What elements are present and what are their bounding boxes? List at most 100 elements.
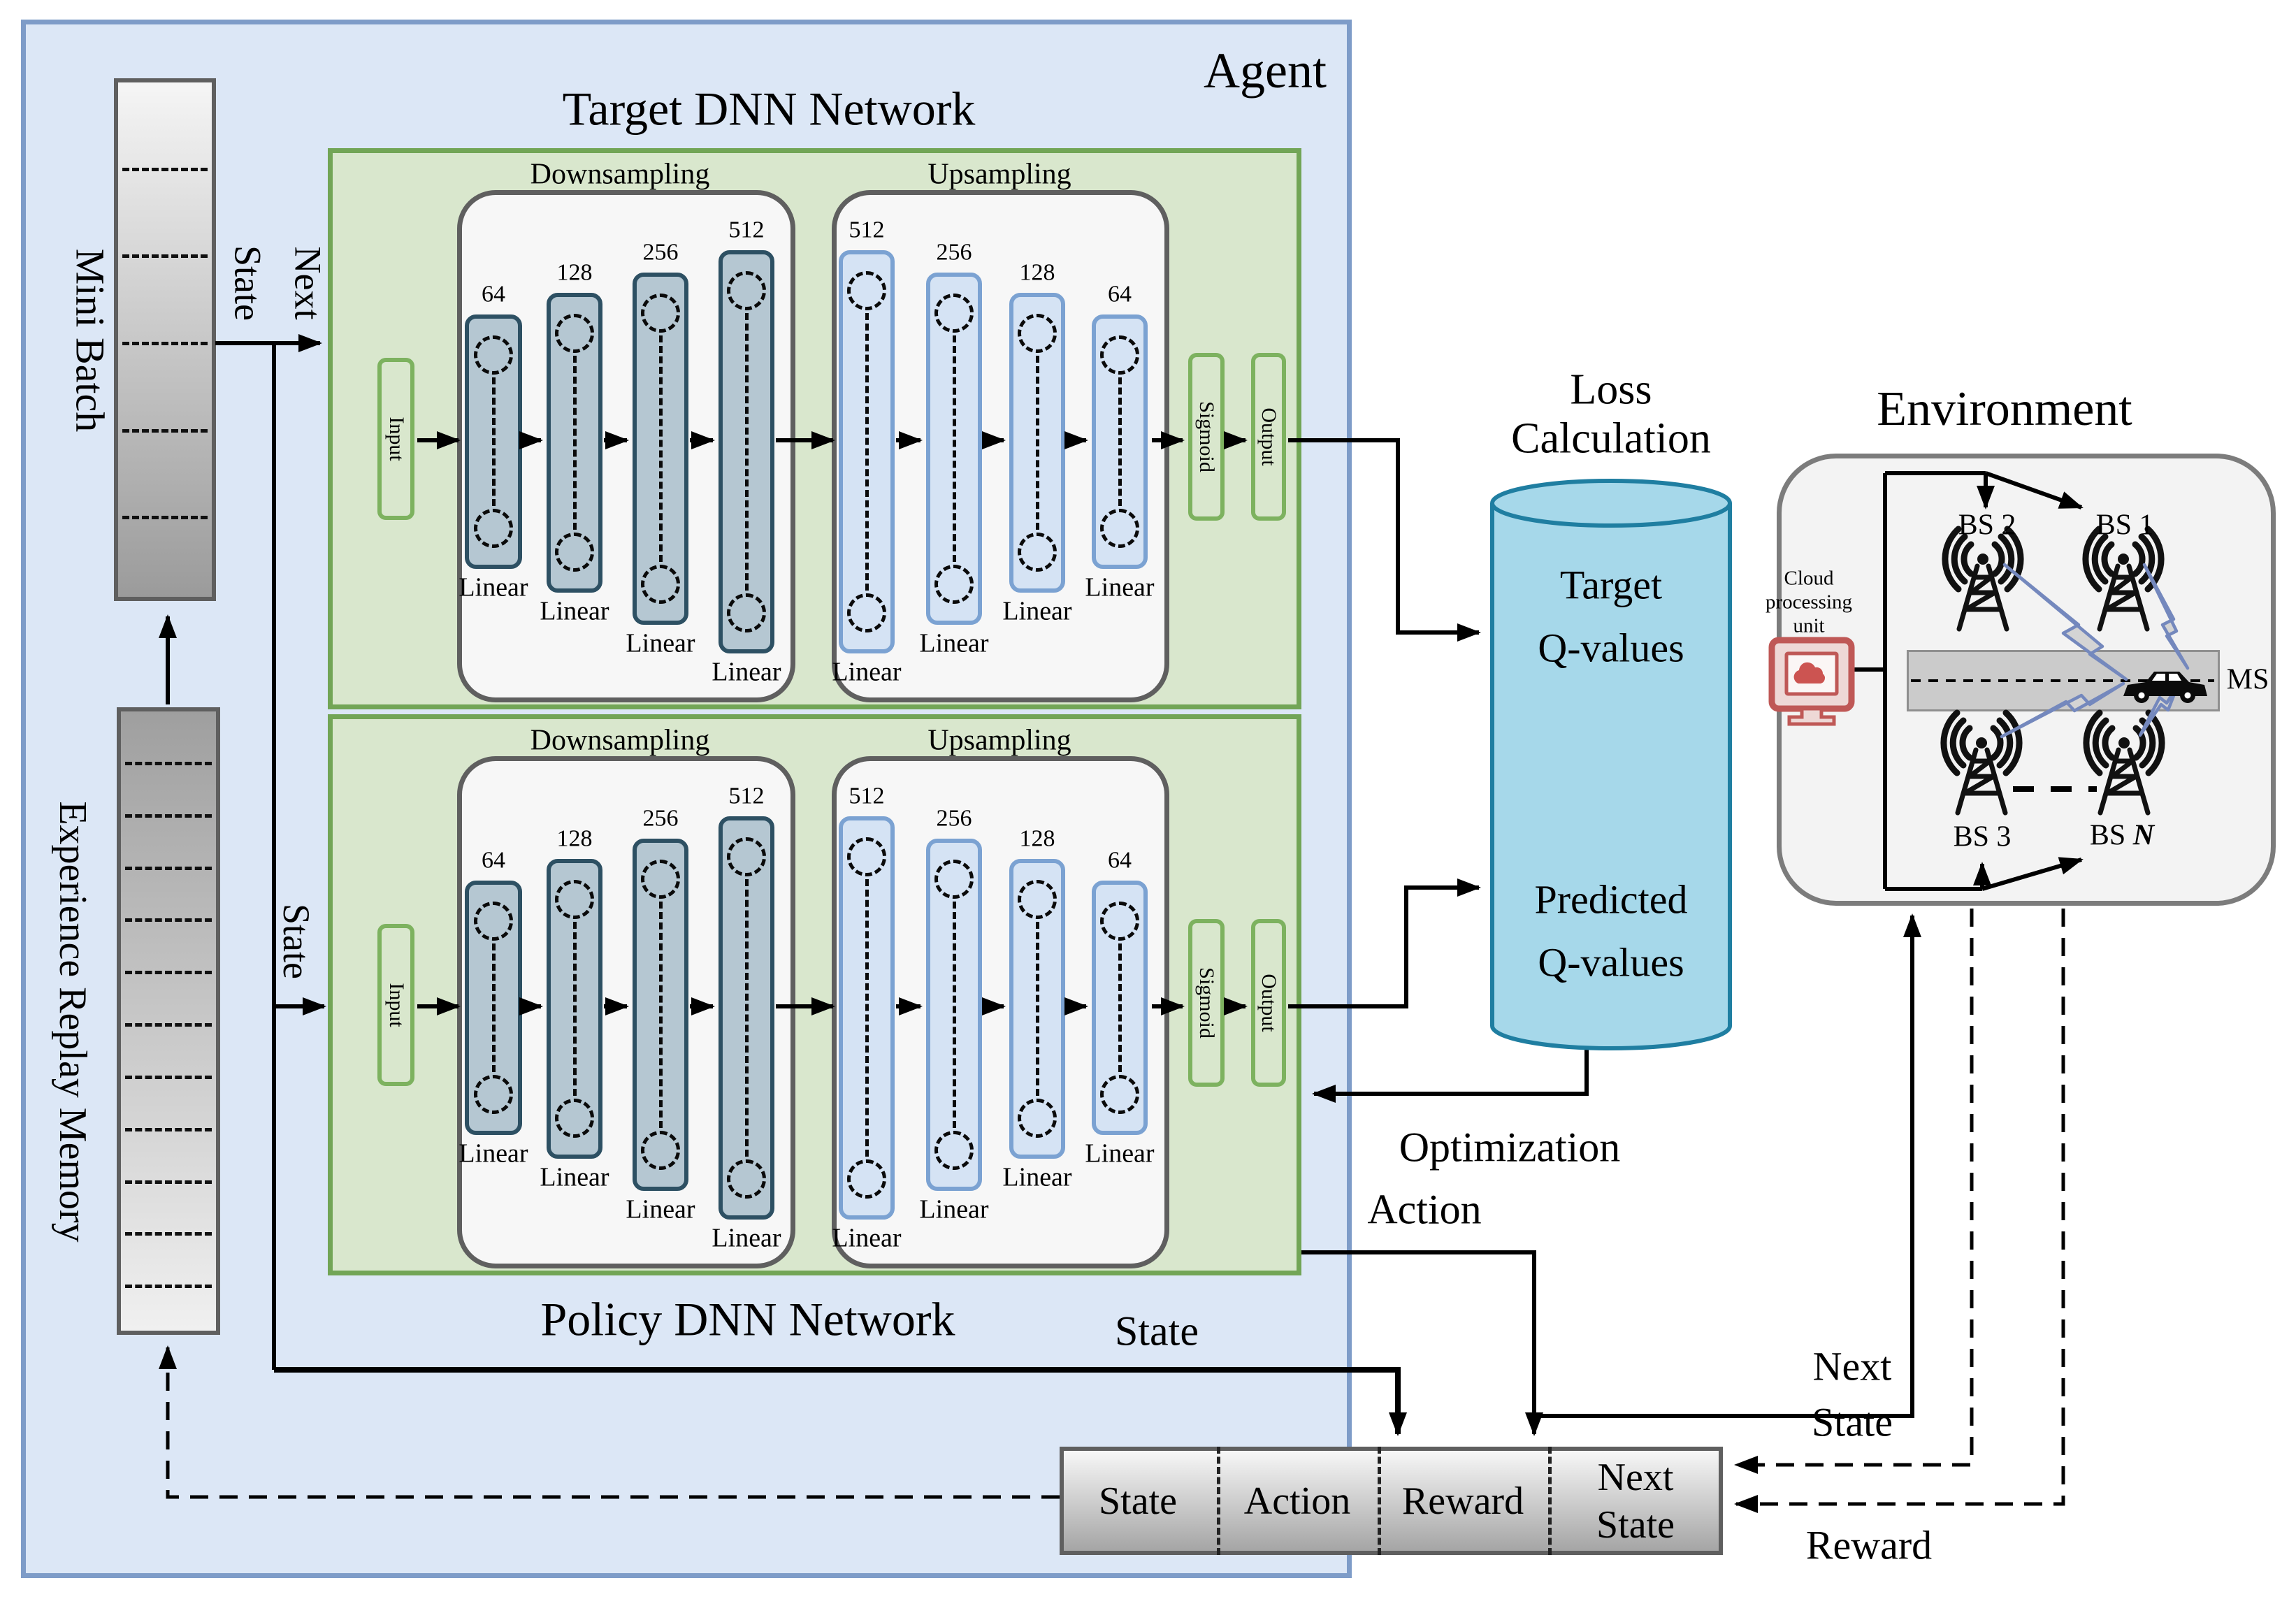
target-upsampling-label: Upsampling bbox=[927, 158, 1071, 191]
neuron-circle bbox=[555, 880, 594, 919]
target-sigmoid-label: Sigmoid bbox=[1195, 401, 1219, 472]
road bbox=[1907, 650, 2220, 711]
loss-title-line2: Calculation bbox=[1511, 414, 1711, 463]
target-layer-size: 512 bbox=[728, 217, 765, 243]
neuron-circle bbox=[727, 593, 766, 632]
policy-upsampling-label: Upsampling bbox=[927, 724, 1071, 757]
neuron-circle bbox=[641, 565, 680, 604]
target-layer-size: 64 bbox=[1108, 281, 1132, 308]
policy-down-layer-0 bbox=[465, 881, 522, 1135]
neuron-ellipsis bbox=[865, 313, 869, 591]
target-layer-activation: Linear bbox=[832, 657, 902, 687]
replay-separator bbox=[125, 1180, 212, 1184]
neuron-circle bbox=[474, 1075, 513, 1114]
mini-batch-separator bbox=[122, 428, 208, 433]
neuron-circle bbox=[1018, 533, 1057, 572]
target-layer-activation: Linear bbox=[459, 572, 528, 602]
bs2-label: BS 2 bbox=[1958, 509, 2016, 542]
policy-dnn-title: Policy DNN Network bbox=[540, 1292, 955, 1346]
cloud-unit-line2: processing bbox=[1765, 591, 1853, 614]
neuron-ellipsis bbox=[659, 902, 663, 1128]
experience-replay-bar bbox=[117, 707, 220, 1335]
target-layer-size: 256 bbox=[642, 239, 679, 266]
policy-sigmoid-label: Sigmoid bbox=[1195, 967, 1219, 1039]
optimization-label: Optimization bbox=[1399, 1124, 1621, 1171]
policy-input-box bbox=[377, 924, 414, 1086]
neuron-ellipsis bbox=[573, 356, 577, 530]
neuron-circle bbox=[641, 1131, 680, 1170]
policy-up-layer-1 bbox=[926, 839, 982, 1191]
action-label: Action bbox=[1367, 1186, 1482, 1233]
bs3-label: BS 3 bbox=[1953, 820, 2012, 853]
tuple-next-state-cell-line2: State bbox=[1596, 1503, 1675, 1547]
replay-separator bbox=[125, 971, 212, 975]
predicted-q-line1: Predicted bbox=[1534, 876, 1688, 923]
target-down-layer-0 bbox=[465, 314, 522, 569]
neuron-circle bbox=[727, 1159, 766, 1199]
target-dnn-title: Target DNN Network bbox=[562, 82, 976, 136]
policy-layer-size: 512 bbox=[849, 783, 885, 809]
target-layer-size: 64 bbox=[482, 281, 505, 308]
next-state-flow-label: Next State bbox=[217, 245, 338, 321]
target-layer-activation: Linear bbox=[626, 628, 695, 658]
target-input-box bbox=[377, 358, 414, 520]
next-state-return-line1: Next bbox=[1812, 1343, 1892, 1389]
policy-down-layer-2 bbox=[633, 839, 688, 1191]
next-state-flow-line1: Next bbox=[287, 246, 329, 320]
tuple-divider-3 bbox=[1548, 1447, 1552, 1555]
target-layer-activation: Linear bbox=[1002, 596, 1072, 626]
bsn-symbol: N bbox=[2132, 819, 2155, 852]
neuron-ellipsis bbox=[953, 335, 956, 562]
tuple-divider-2 bbox=[1378, 1447, 1381, 1555]
neuron-circle bbox=[555, 533, 594, 572]
replay-separator bbox=[125, 1232, 212, 1236]
replay-separator bbox=[125, 1127, 212, 1131]
neuron-circle bbox=[1100, 335, 1139, 375]
neuron-circle bbox=[934, 565, 974, 604]
target-down-layer-2 bbox=[633, 273, 688, 625]
neuron-circle bbox=[641, 860, 680, 899]
policy-up-layer-0 bbox=[839, 816, 895, 1220]
target-layer-size: 512 bbox=[849, 217, 885, 243]
replay-separator bbox=[125, 813, 212, 818]
policy-output-label: Output bbox=[1257, 974, 1281, 1032]
tuple-state-cell: State bbox=[1099, 1479, 1177, 1523]
loss-title-line1: Loss bbox=[1570, 366, 1652, 414]
policy-downsampling-label: Downsampling bbox=[530, 724, 710, 757]
replay-separator bbox=[125, 866, 212, 870]
target-up-layer-1 bbox=[926, 273, 982, 625]
neuron-circle bbox=[1018, 880, 1057, 919]
neuron-circle bbox=[474, 509, 513, 548]
policy-layer-activation: Linear bbox=[1085, 1138, 1155, 1169]
neuron-circle bbox=[1018, 1099, 1057, 1138]
neuron-circle bbox=[934, 860, 974, 899]
neuron-circle bbox=[474, 335, 513, 375]
target-layer-size: 128 bbox=[556, 259, 593, 286]
bs1-label: BS 1 bbox=[2095, 509, 2154, 542]
replay-tuple-box bbox=[1060, 1447, 1723, 1555]
state-flow-vertical-label: State bbox=[275, 904, 318, 979]
neuron-ellipsis bbox=[1036, 356, 1039, 530]
replay-separator bbox=[125, 761, 212, 765]
neuron-circle bbox=[847, 593, 886, 632]
neuron-ellipsis bbox=[492, 943, 496, 1072]
target-layer-size: 256 bbox=[936, 239, 972, 266]
target-up-layer-0 bbox=[839, 250, 895, 653]
mini-batch-separator bbox=[122, 167, 208, 171]
ms-label: MS bbox=[2226, 663, 2269, 696]
replay-separator bbox=[125, 1075, 212, 1079]
neuron-ellipsis bbox=[1118, 943, 1122, 1072]
target-output-label: Output bbox=[1257, 407, 1281, 466]
bsn-label: BS N bbox=[2090, 820, 2154, 851]
neuron-circle bbox=[847, 837, 886, 876]
policy-layer-activation: Linear bbox=[459, 1138, 528, 1169]
neuron-circle bbox=[727, 837, 766, 876]
arrow-optimization bbox=[1312, 1046, 1589, 1103]
policy-layer-activation: Linear bbox=[540, 1162, 609, 1192]
reward-label: Reward bbox=[1805, 1522, 1933, 1568]
policy-layer-activation: Linear bbox=[626, 1194, 695, 1224]
dashed-reward-return bbox=[1734, 909, 2065, 1513]
neuron-ellipsis bbox=[573, 922, 577, 1096]
environment-title: Environment bbox=[1877, 382, 2132, 437]
neuron-circle bbox=[934, 1131, 974, 1170]
